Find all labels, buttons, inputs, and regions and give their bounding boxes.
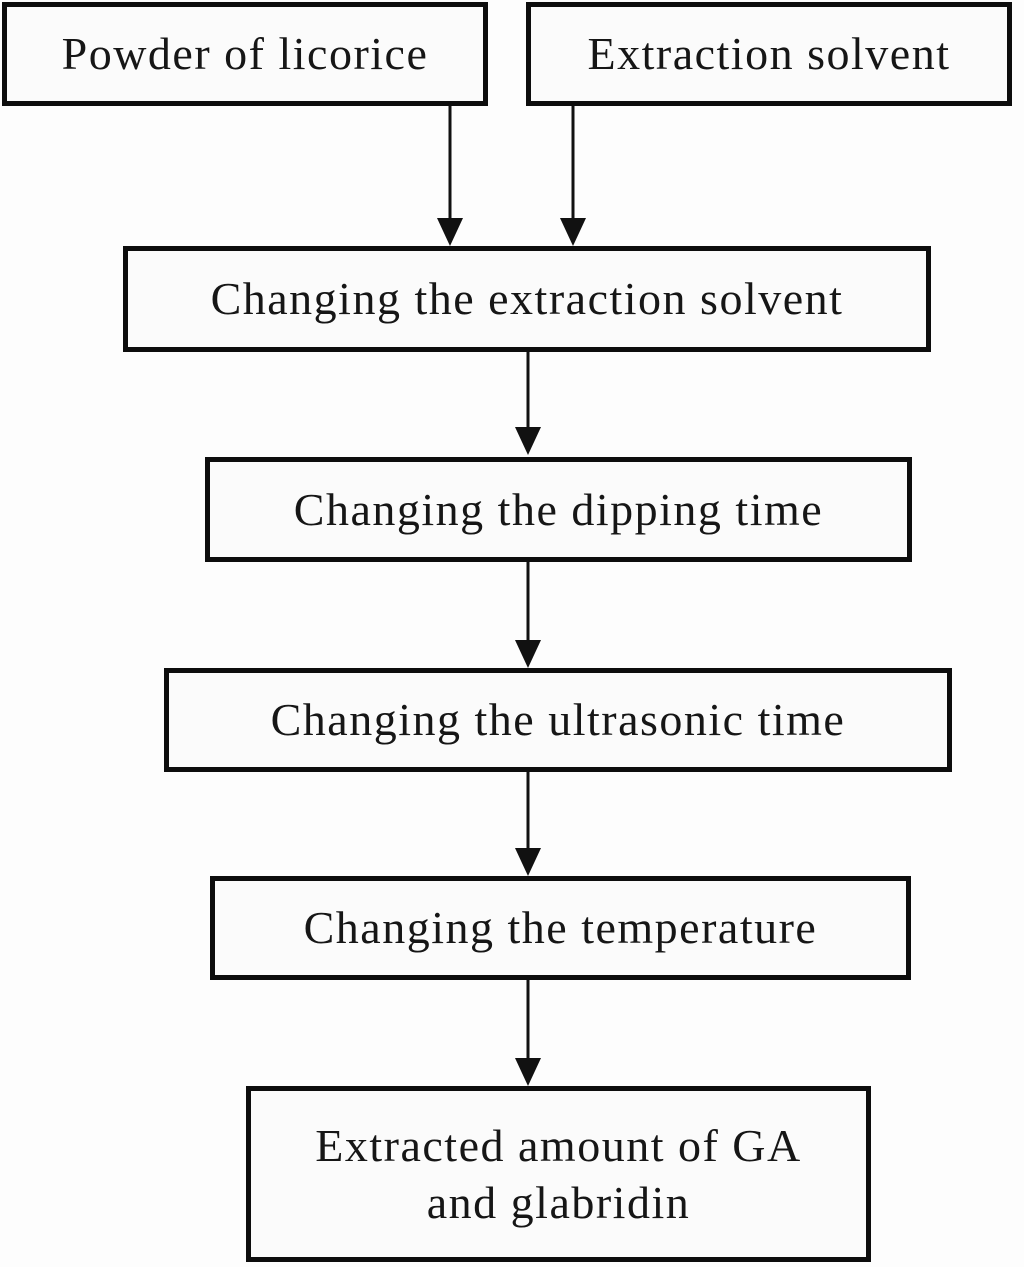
node-label-changing-temperature: Changing the temperature bbox=[303, 902, 818, 954]
arrow-head-icon bbox=[515, 640, 541, 668]
node-label-changing-ultrasonic-time: Changing the ultrasonic time bbox=[270, 694, 846, 746]
node-changing-temperature: Changing the temperature bbox=[210, 876, 911, 980]
node-label-changing-extraction-solvent: Changing the extraction solvent bbox=[210, 273, 844, 325]
arrow-solvent-to-changing-solvent bbox=[559, 106, 587, 246]
node-label-powder-of-licorice: Powder of licorice bbox=[61, 28, 429, 80]
arrow-ultrasonic-time-to-temperature bbox=[514, 772, 542, 876]
arrow-shaft bbox=[526, 980, 530, 1060]
arrow-head-icon bbox=[515, 427, 541, 455]
arrow-shaft bbox=[526, 352, 530, 429]
arrow-dipping-time-to-ultrasonic-time bbox=[514, 562, 542, 668]
arrow-shaft bbox=[526, 772, 530, 850]
arrow-shaft bbox=[448, 106, 452, 220]
arrow-temperature-to-extracted-amount bbox=[514, 980, 542, 1086]
arrow-shaft bbox=[571, 106, 575, 220]
arrow-head-icon bbox=[560, 218, 586, 246]
arrow-head-icon bbox=[437, 218, 463, 246]
node-changing-ultrasonic-time: Changing the ultrasonic time bbox=[164, 668, 952, 772]
node-changing-dipping-time: Changing the dipping time bbox=[205, 457, 912, 562]
node-label-extracted-amount-line2: and glabridin bbox=[426, 1177, 691, 1228]
arrow-shaft bbox=[526, 562, 530, 642]
arrow-head-icon bbox=[515, 848, 541, 876]
arrow-powder-to-changing-solvent bbox=[436, 106, 464, 246]
node-extracted-amount: Extracted amount of GA and glabridin bbox=[246, 1086, 871, 1262]
node-changing-extraction-solvent: Changing the extraction solvent bbox=[123, 246, 931, 352]
node-label-extracted-amount: Extracted amount of GA and glabridin bbox=[315, 1117, 801, 1232]
node-powder-of-licorice: Powder of licorice bbox=[2, 2, 488, 106]
node-label-changing-dipping-time: Changing the dipping time bbox=[293, 483, 824, 535]
arrow-head-icon bbox=[515, 1058, 541, 1086]
node-label-extracted-amount-line1: Extracted amount of GA bbox=[315, 1119, 802, 1171]
arrow-changing-solvent-to-dipping-time bbox=[514, 352, 542, 455]
node-extraction-solvent: Extraction solvent bbox=[526, 2, 1012, 106]
node-label-extraction-solvent: Extraction solvent bbox=[587, 28, 951, 80]
